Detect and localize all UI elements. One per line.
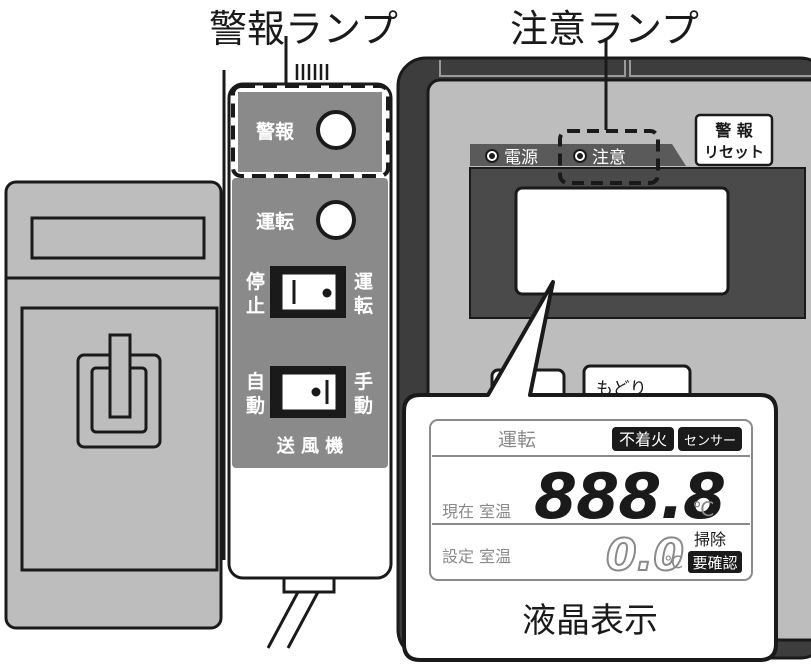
- alarm-reset-button[interactable]: [694, 113, 774, 167]
- caution-lamp-callout: 注意ランプ: [510, 7, 699, 51]
- current-temp-unit: ℃: [692, 497, 714, 521]
- current-temp-label: 現在 室温: [442, 502, 511, 521]
- lcd-screen: [514, 186, 730, 296]
- auto-char-2: 動: [246, 395, 265, 417]
- stop-char-1: 停: [246, 270, 265, 293]
- breaker-unit: [4, 180, 223, 630]
- set-temp-label: 設定 室温: [442, 547, 511, 566]
- alarm-lamp-callout: 警報ランプ: [209, 7, 398, 51]
- auto-manual-switch[interactable]: [270, 366, 346, 418]
- alarm-lamp-highlight: [231, 84, 390, 178]
- power-label: 電源: [504, 148, 538, 168]
- set-temp-value: 0.0: [606, 530, 684, 581]
- alarm-label: 警報: [256, 120, 295, 143]
- reset-line2: リセット: [704, 143, 764, 161]
- clean-label: 掃除: [694, 530, 726, 549]
- run-stop-switch[interactable]: [270, 266, 346, 318]
- auto-char-1: 自: [246, 370, 265, 393]
- run-char-2: 転: [354, 295, 373, 317]
- reset-line1: 警 報: [714, 121, 754, 140]
- fan-label: 送 風 機: [276, 435, 344, 457]
- breaker-lever[interactable]: [108, 333, 132, 419]
- lcd-display-callout: 液晶表示: [522, 601, 658, 641]
- lcd-zoom-callout: 運転 不着火 センサー 現在 室温 888.8 ℃ 設定 室温 0.0 ℃ 掃除…: [402, 280, 778, 662]
- run-char-1: 運: [354, 271, 373, 293]
- alarm-lamp: [316, 110, 356, 150]
- caution-label: 注意: [592, 148, 626, 168]
- caution-lamp-highlight: [558, 129, 660, 185]
- sensor-badge: [678, 427, 742, 451]
- manual-char-1: 手: [354, 370, 373, 393]
- no-ignition-badge: [612, 427, 674, 451]
- check-needed-badge: [688, 551, 742, 573]
- sensor-text: センサー: [684, 434, 736, 449]
- manual-char-2: 動: [354, 395, 373, 417]
- current-temp-value: 888.8: [534, 460, 725, 533]
- no-ignition-text: 不着火: [619, 430, 667, 449]
- run-label: 運転: [256, 211, 294, 233]
- check-needed-text: 要確認: [692, 554, 737, 572]
- control-box: 警報 運転 停 止 運 転 自 動 手 動 送 風 機: [222, 58, 393, 649]
- stop-char-2: 止: [246, 295, 265, 317]
- lcd-run-label: 運転: [498, 429, 536, 451]
- set-temp-unit: ℃: [664, 553, 683, 573]
- run-lamp: [316, 200, 356, 240]
